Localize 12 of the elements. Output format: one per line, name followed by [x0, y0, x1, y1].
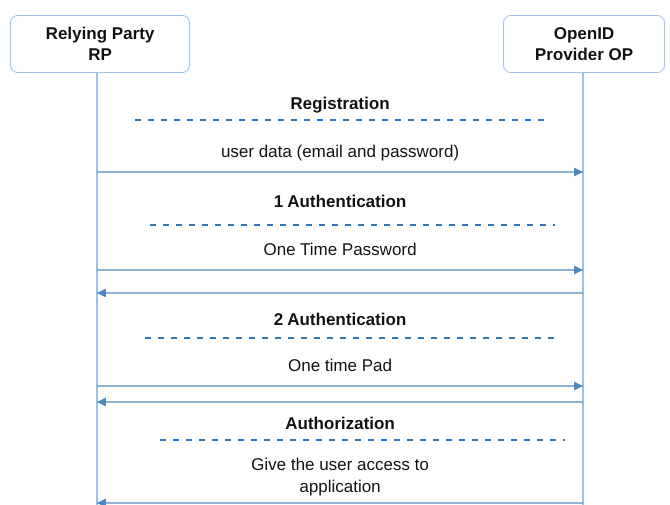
participant-name: Relying Party RP: [44, 23, 156, 65]
message-arrow: [97, 288, 583, 298]
participant-name: OpenID Provider OP: [534, 23, 634, 65]
section-heading: 1 Authentication: [274, 192, 406, 212]
message-arrow: [97, 498, 583, 505]
section-heading: Registration: [290, 94, 390, 114]
message-arrow: [97, 265, 583, 275]
message-arrow: [97, 381, 583, 391]
section-heading: Authorization: [285, 414, 395, 434]
section-heading: 2 Authentication: [274, 310, 406, 330]
message-arrow: [97, 167, 583, 177]
message-arrow: [97, 397, 583, 407]
